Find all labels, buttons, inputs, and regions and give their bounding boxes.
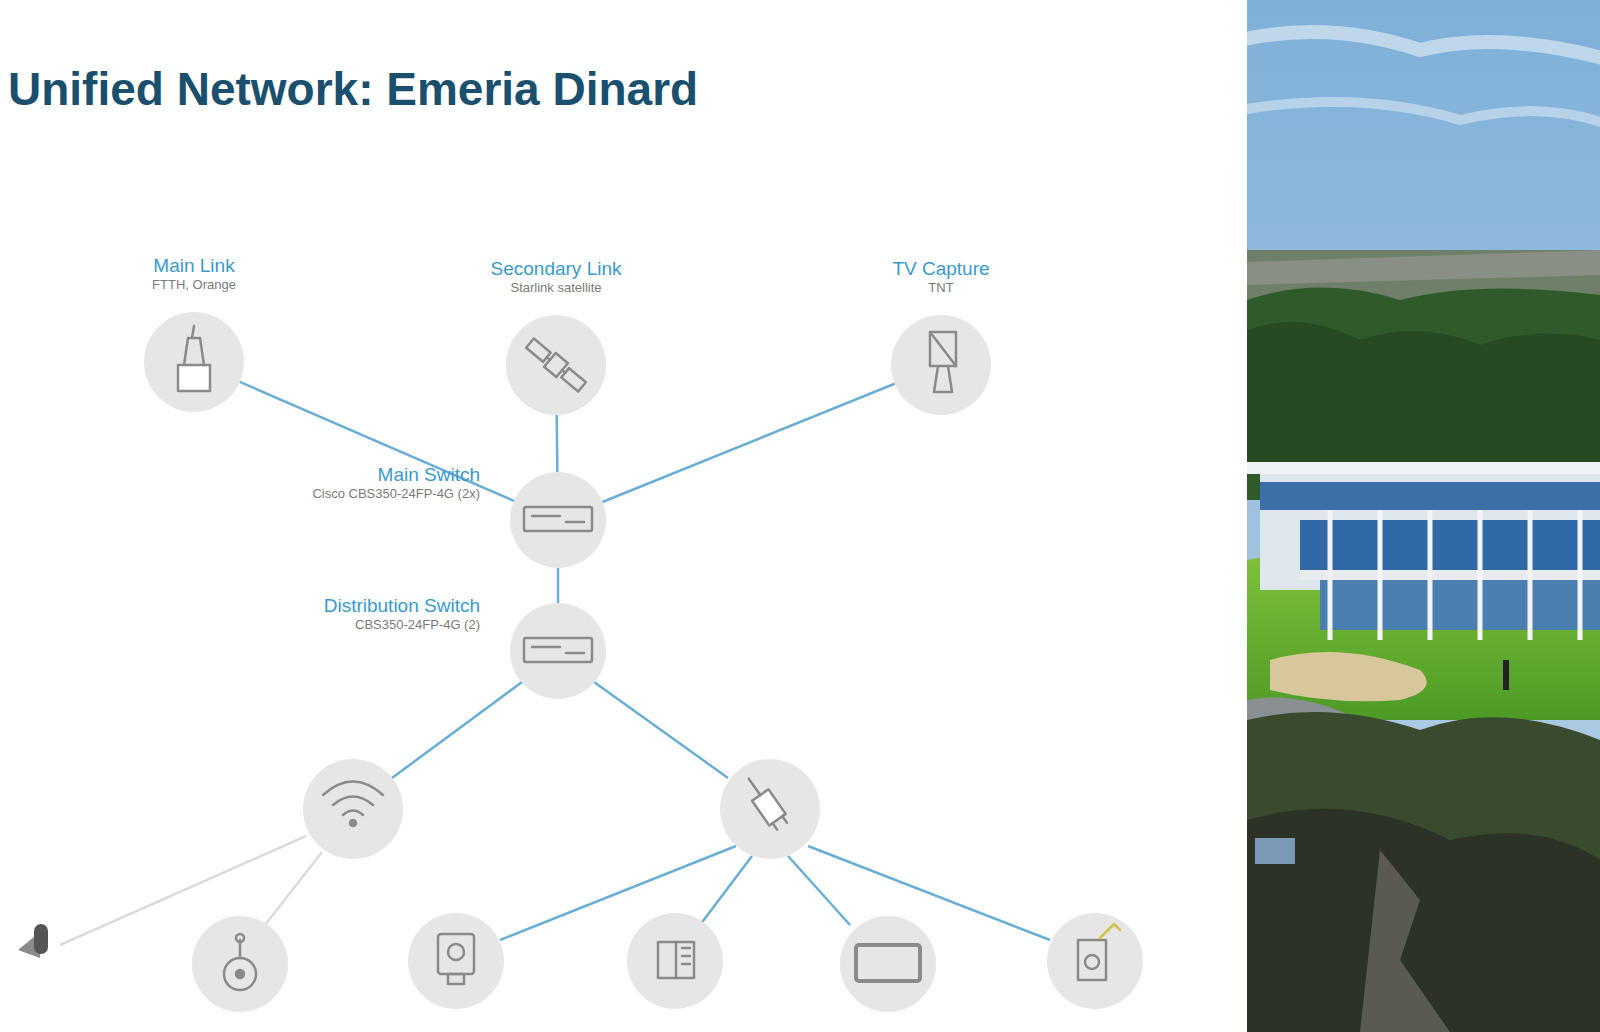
diagram-title: Unified Network: Emeria Dinard xyxy=(8,62,698,116)
network-link xyxy=(240,382,514,501)
network-link xyxy=(602,384,894,502)
node-name: Distribution Switch xyxy=(324,595,480,617)
node-circles xyxy=(144,312,1143,1012)
node-name: Secondary Link xyxy=(491,258,622,280)
link-line xyxy=(602,384,894,502)
node-detail: FTTH, Orange xyxy=(152,277,236,294)
wireless-lines xyxy=(60,836,322,945)
network-link xyxy=(556,415,558,472)
node-detail: TNT xyxy=(892,280,989,297)
link-line xyxy=(555,415,558,472)
node-detail: Starlink satellite xyxy=(491,280,622,297)
node-label: Main SwitchCisco CBS350-24FP-4G (2x) xyxy=(312,464,480,503)
node-label: TV CaptureTNT xyxy=(892,258,989,297)
node-name: TV Capture xyxy=(892,258,989,280)
node-detail: Cisco CBS350-24FP-4G (2x) xyxy=(312,486,480,503)
link-line xyxy=(240,382,514,501)
network-node: TV CaptureTNT xyxy=(891,315,991,415)
node-label: Distribution SwitchCBS350-24FP-4G (2) xyxy=(324,595,480,634)
node-label: Secondary LinkStarlink satellite xyxy=(491,258,622,297)
network-node: Secondary LinkStarlink satellite xyxy=(506,315,606,415)
network-link xyxy=(558,568,559,603)
network-node: Main SwitchCisco CBS350-24FP-4G (2x) xyxy=(510,472,606,568)
node-name: Main Switch xyxy=(312,464,480,486)
node-detail: CBS350-24FP-4G (2) xyxy=(324,617,480,634)
resort-photo xyxy=(1247,0,1600,1032)
node-label: Main LinkFTTH, Orange xyxy=(152,255,236,294)
network-node: Distribution SwitchCBS350-24FP-4G (2) xyxy=(510,603,606,699)
link-line xyxy=(557,568,560,603)
device-icons xyxy=(18,326,1120,990)
link-lines xyxy=(392,682,1050,940)
node-name: Main Link xyxy=(152,255,236,277)
network-node: Main LinkFTTH, Orange xyxy=(144,312,244,412)
